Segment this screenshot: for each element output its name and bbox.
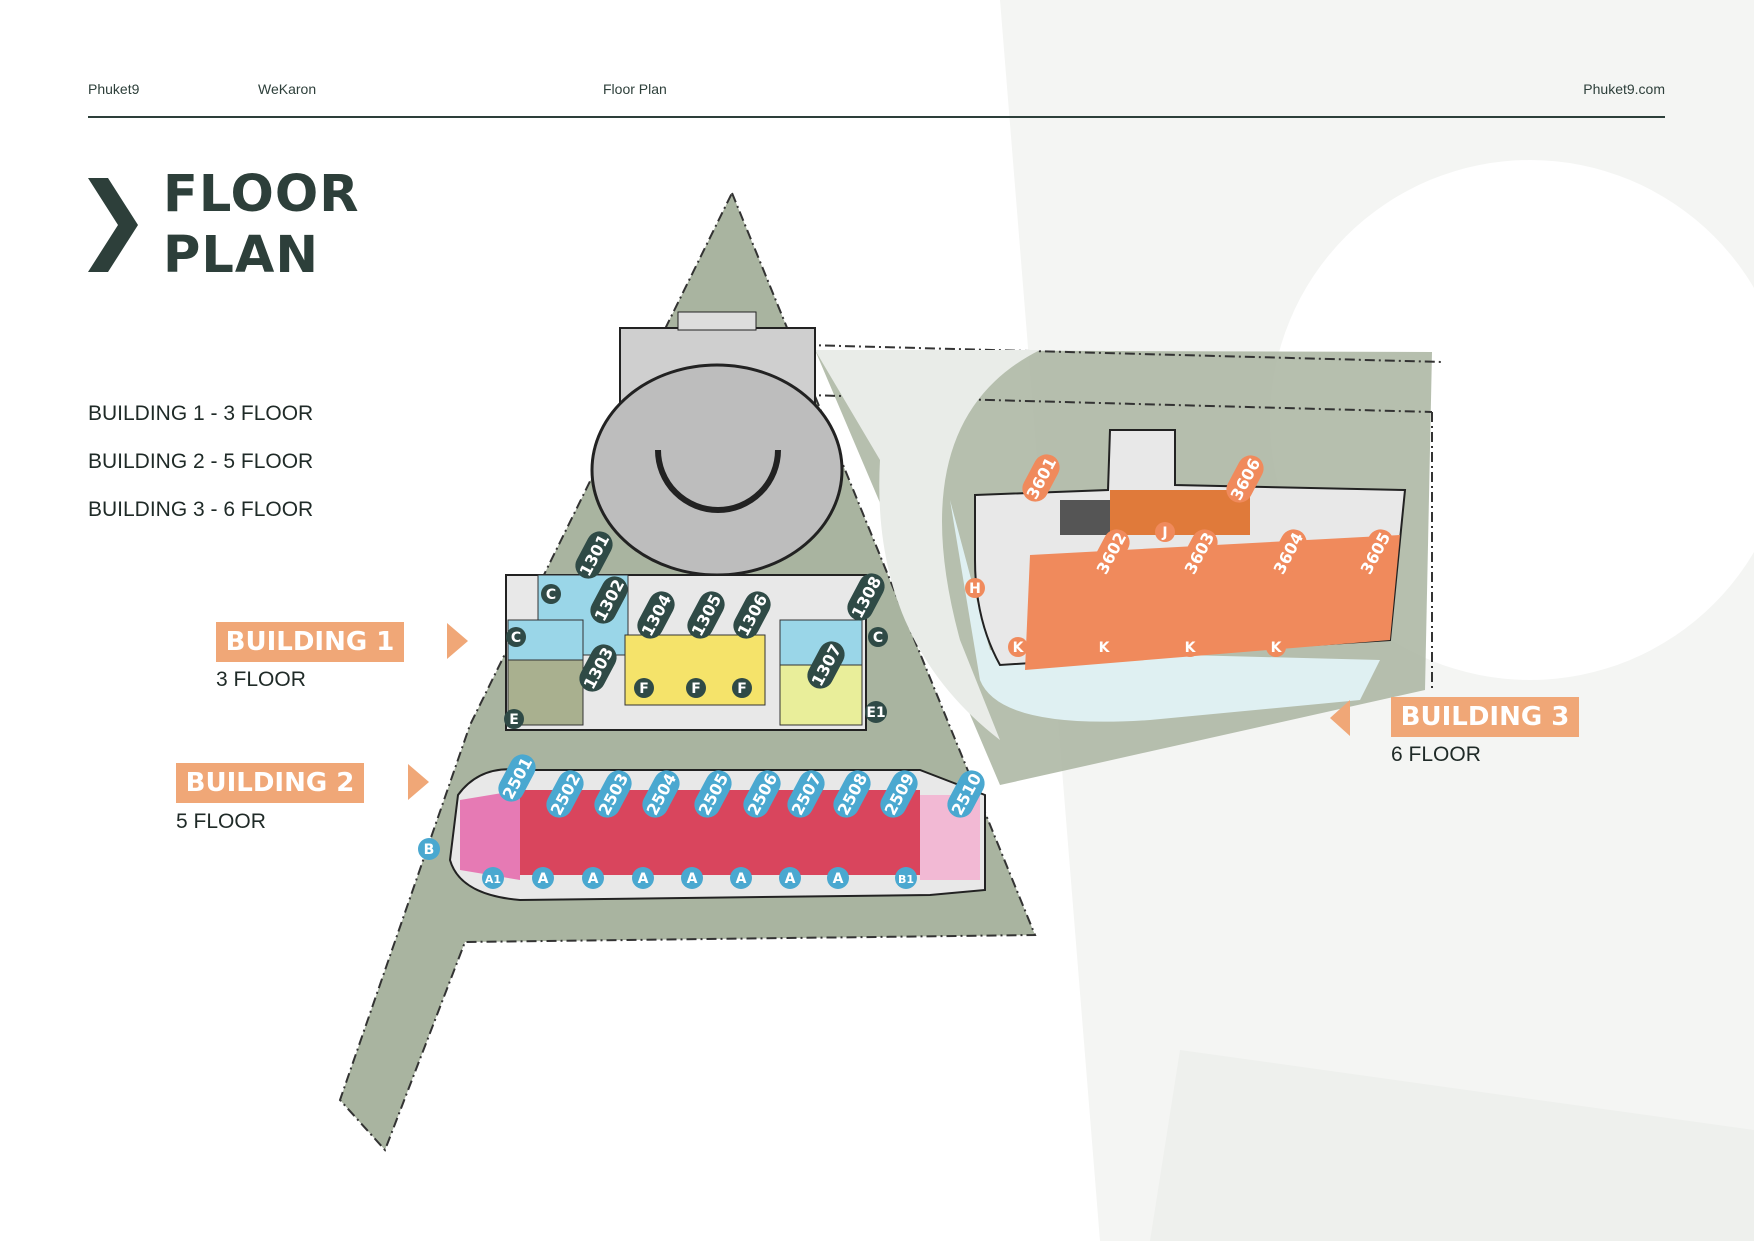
- type-letter: C: [873, 630, 883, 646]
- building-2-unit-pink: [460, 790, 520, 880]
- type-letter: F: [691, 681, 701, 697]
- building-3-badge: BUILDING 3: [1391, 697, 1579, 737]
- type-letter: A: [736, 871, 747, 887]
- chevron-right-icon: [88, 178, 138, 272]
- building-1-floors: 3 FLOOR: [216, 668, 306, 691]
- building-2-badge: BUILDING 2: [176, 763, 364, 803]
- arrow-right-icon: [408, 764, 429, 800]
- building-3-floors: 6 FLOOR: [1391, 743, 1481, 766]
- type-letter: A: [687, 871, 698, 887]
- header-website[interactable]: Phuket9.com: [1583, 81, 1665, 97]
- type-letter: A: [833, 871, 844, 887]
- type-letter: B1: [898, 873, 914, 886]
- type-letter: E: [509, 712, 519, 728]
- type-letter: J: [1161, 525, 1167, 541]
- building-3-unit-dark-orange: [1110, 490, 1250, 535]
- type-letter: F: [639, 681, 649, 697]
- clubhouse-dome: [590, 363, 844, 577]
- type-letter: K: [1185, 640, 1197, 656]
- type-letter: A1: [485, 873, 501, 886]
- summary-item: BUILDING 1 - 3 FLOOR: [88, 402, 314, 425]
- page-title: FLOOR PLAN: [163, 164, 360, 286]
- type-letter: H: [969, 581, 981, 597]
- header-brand: Phuket9: [88, 81, 140, 97]
- page-title-line-1: FLOOR: [163, 165, 360, 224]
- building-1-badge: BUILDING 1: [216, 622, 404, 662]
- type-letter: C: [511, 630, 521, 646]
- type-letter: A: [638, 871, 649, 887]
- building-2-type-letters: B A1 A A A A A A A B1: [418, 838, 917, 889]
- header-project: WeKaron: [258, 81, 317, 97]
- building-1-type-letters: C C C E F F F E1: [504, 584, 888, 729]
- type-letter: A: [785, 871, 796, 887]
- page-header: Phuket9 WeKaron Floor Plan Phuket9.com: [88, 78, 1665, 118]
- arrow-right-icon: [447, 623, 468, 659]
- building-3-type-letters: H J K K K K K: [965, 522, 1286, 657]
- type-letter: C: [546, 587, 556, 603]
- page-title-line-2: PLAN: [163, 226, 320, 285]
- type-letter: A: [588, 871, 599, 887]
- building-3-unit-orange: [1025, 535, 1400, 670]
- type-letter: F: [737, 681, 747, 697]
- type-letter: E1: [866, 705, 885, 721]
- arrow-left-icon: [1330, 700, 1350, 736]
- type-letter: B: [424, 842, 435, 858]
- type-letter: K: [1099, 640, 1111, 656]
- summary-item: BUILDING 2 - 5 FLOOR: [88, 450, 314, 473]
- type-letter: K: [1013, 640, 1025, 656]
- summary-item: BUILDING 3 - 6 FLOOR: [88, 498, 314, 521]
- type-letter: K: [1271, 640, 1283, 656]
- building-2-floors: 5 FLOOR: [176, 810, 266, 833]
- type-letter: A: [538, 871, 549, 887]
- building-summary-list: BUILDING 1 - 3 FLOOR BUILDING 2 - 5 FLOO…: [88, 402, 313, 546]
- header-section: Floor Plan: [603, 81, 667, 97]
- access-road: [815, 350, 1040, 740]
